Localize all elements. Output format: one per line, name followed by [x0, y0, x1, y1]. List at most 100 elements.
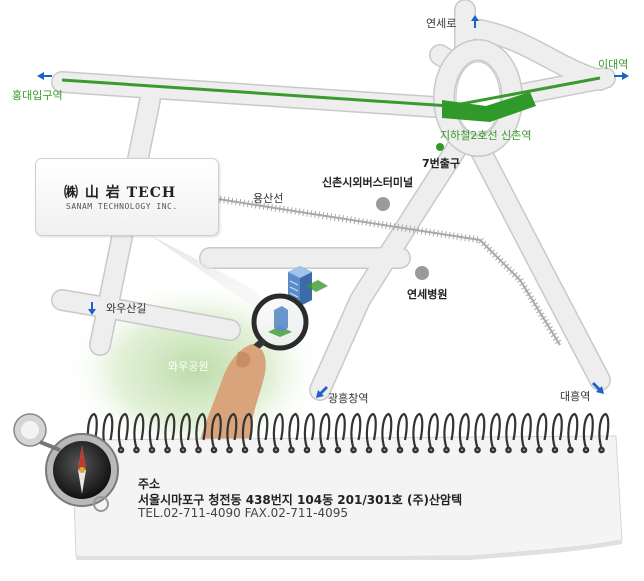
notepad-spiral-ring [102, 412, 114, 449]
notepad-spiral-ring [350, 412, 362, 449]
magnifying-glass-icon [246, 293, 309, 356]
arrow-up-icon [471, 15, 479, 28]
label-severance: 연세병원 [407, 288, 448, 301]
notepad-hole [365, 446, 373, 454]
address-line: 서울시마포구 청전동 438번지 104동 201/301호 (주)산암텍 [138, 493, 463, 507]
label-hongdae-station: 홍대입구역 [12, 89, 63, 102]
notepad-hole [133, 446, 140, 454]
notepad-hole [195, 446, 202, 454]
notepad-hole [396, 446, 404, 454]
notepad-hole [536, 446, 543, 454]
label-yonsei-ro: 연세로 [426, 17, 457, 30]
direction-arrows [37, 15, 629, 398]
logo-subtitle: SANAM TECHNOLOGY INC. [66, 202, 178, 211]
notepad-hole [288, 446, 295, 454]
notepad-hole [148, 446, 156, 454]
notepad-spiral-ring [164, 412, 176, 449]
notepad-spiral-ring [257, 412, 269, 449]
notepad-spiral-ring [396, 412, 408, 449]
notepad-hole [474, 446, 481, 454]
notepad-hole [598, 446, 605, 454]
notepad-hole [117, 446, 125, 454]
notepad-hole [210, 446, 218, 454]
label-wau-park: 와우공원 [168, 360, 209, 373]
label-terminal: 신촌시외버스터미널 [322, 176, 414, 189]
office-building-icon [288, 266, 328, 306]
notepad-spiral-ring [148, 412, 160, 449]
notepad-spiral-ring [210, 412, 222, 449]
notepad-spiral-ring [226, 412, 238, 449]
notepad-hole [520, 446, 528, 454]
arrow-down-right-icon [592, 382, 604, 394]
notepad-spiral-ring [427, 412, 439, 449]
notepad-spiral-ring [179, 412, 191, 449]
label-yongsan-line: 용산선 [253, 192, 284, 205]
notepad-spiral-ring [520, 412, 532, 449]
label-exit7: 7번출구 [422, 157, 461, 170]
notepad-spiral-ring [505, 412, 517, 449]
notepad-hole [582, 446, 590, 454]
label-wausan-gil: 와우산길 [106, 302, 147, 315]
arrow-down-left-icon [316, 386, 328, 398]
notepad-hole [489, 446, 497, 454]
notepad-spiral-ring [443, 412, 455, 449]
notepad-hole [350, 446, 357, 454]
notepad-hole [412, 446, 419, 454]
notepad-spiral-ring [303, 412, 315, 449]
notepad-spiral-ring [598, 412, 610, 449]
exit7-marker [436, 143, 444, 151]
notepad-hole [179, 446, 187, 454]
hospital-marker [415, 266, 429, 280]
spiral-notepad [71, 412, 623, 560]
notepad-spiral-ring [272, 412, 284, 449]
notepad-spiral-ring [117, 412, 129, 449]
notepad-hole [381, 446, 388, 454]
sinchon-station-platform [442, 92, 536, 122]
notepad-spiral-ring [365, 412, 377, 449]
yongsan-railway [211, 194, 563, 347]
notepad-hole [303, 446, 311, 454]
notepad-spiral-ring [582, 412, 594, 449]
contact-line: TEL.02-711-4090 FAX.02-711-4095 [138, 506, 349, 520]
notepad-hole [551, 446, 559, 454]
notepad-spiral-ring [412, 412, 424, 449]
label-sinchon-station: 지하철2호선 신촌역 [440, 129, 532, 142]
pointer-beam [150, 235, 275, 322]
notepad-hole [443, 446, 450, 454]
label-gwangheung: 광흥창역 [328, 392, 369, 405]
notepad-spiral-ring [381, 412, 393, 449]
notepad-hole [427, 446, 435, 454]
terminal-marker [376, 197, 390, 211]
notepad-spiral-ring [474, 412, 486, 449]
notepad-spiral-ring [458, 412, 470, 449]
notepad-spiral-ring [551, 412, 563, 449]
arrow-down-icon [88, 302, 96, 315]
address-heading: 주소 [138, 477, 161, 491]
notepad-hole [257, 446, 264, 454]
notepad-hole [241, 446, 249, 454]
company-logo-card: ㈱ 山 岩 TECH SANAM TECHNOLOGY INC. [35, 158, 219, 236]
notepad-spiral-ring [489, 412, 501, 449]
notepad-hole [226, 446, 233, 454]
notepad-spiral-ring [288, 412, 300, 449]
notepad-spiral-ring [195, 412, 207, 449]
notepad-spiral-ring [567, 412, 579, 449]
label-daeheung: 대흥역 [560, 390, 591, 403]
notepad-hole [567, 446, 574, 454]
notepad-hole [164, 446, 171, 454]
notepad-hole [319, 446, 326, 454]
notepad-spiral-ring [536, 412, 548, 449]
notepad-spiral-ring [334, 412, 346, 449]
notepad-hole [458, 446, 466, 454]
notepad-hole [505, 446, 512, 454]
arrow-right-icon [614, 72, 629, 80]
notepad-hole [272, 446, 280, 454]
compass-icon [13, 413, 119, 512]
notepad-hole [334, 446, 342, 454]
subway-line-2 [61, 76, 601, 122]
logo-title: ㈱ 山 岩 TECH [64, 185, 177, 201]
notepad-spiral-ring [241, 412, 253, 449]
arrow-left-icon [37, 72, 52, 80]
label-idae-station: 이대역 [598, 58, 629, 71]
